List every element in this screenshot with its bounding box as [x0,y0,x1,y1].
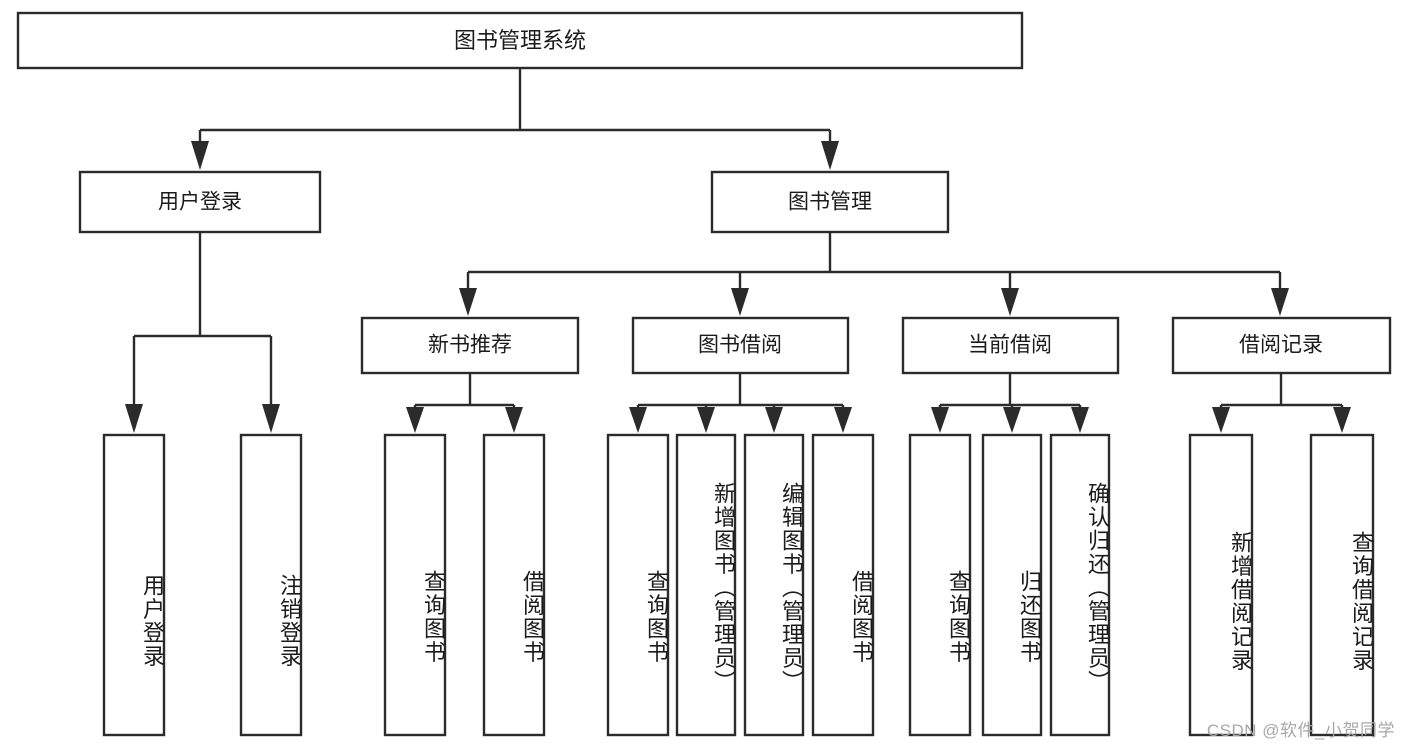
node-root[interactable]: 图书管理系统 [16,11,1024,70]
arrow-head-leaf-query-book-rec [406,407,424,433]
node-leaf-query-book-cur-box[interactable] [908,433,972,737]
node-book-manage-box[interactable] [710,170,950,234]
node-leaf-add-book-admin-box[interactable] [675,433,737,737]
node-book-borrow[interactable]: 图书借阅 [631,316,850,375]
watermark-text: CSDN @软件_小贺同学 [1206,721,1395,740]
arrow-head-leaf-query-record [1333,407,1351,433]
node-borrow-record-box[interactable] [1171,316,1392,375]
connector-layer [125,68,1351,433]
node-user-login-box[interactable] [78,170,322,234]
node-leaf-return-book-box[interactable] [981,433,1043,737]
node-leaf-edit-book-admin-box[interactable] [743,433,805,737]
arrow-head-leaf-query-book-cur [931,407,949,433]
node-new-book-recommend-label: 新书推荐 [428,334,512,357]
node-leaf-borrow-book-bor-box[interactable] [811,433,875,737]
node-book-manage-label: 图书管理 [788,191,872,214]
arrow-head-leaf-borrow-book-rec [505,407,523,433]
node-leaf-query-book-bor-box[interactable] [606,433,670,737]
node-root-label: 图书管理系统 [454,28,586,53]
arrow-head-book-manage [821,141,839,170]
arrow-head-leaf-query-book-bor [629,407,647,433]
node-book-borrow-label: 图书借阅 [698,334,782,357]
node-new-book-recommend[interactable]: 新书推荐 [360,316,580,375]
node-current-borrow-label: 当前借阅 [968,334,1052,357]
node-book-manage[interactable]: 图书管理 [710,170,950,234]
arrow-head-leaf-add-record [1212,407,1230,433]
node-new-book-recommend-box[interactable] [360,316,580,375]
arrow-head-book-borrow [731,288,749,316]
node-leaf-query-book-rec-box[interactable] [383,433,447,737]
node-root-box[interactable] [16,11,1024,70]
node-leaf-query-record-box[interactable] [1309,433,1375,737]
arrow-head-leaf-add-book-admin [697,407,715,433]
node-user-login-label: 用户登录 [158,191,242,214]
arrow-head-leaf-borrow-book-bor [834,407,852,433]
leaf-node-layer [102,433,1375,737]
arrow-head-leaf-return-book [1003,407,1021,433]
node-leaf-logout-box[interactable] [239,433,303,737]
node-leaf-borrow-book-rec-box[interactable] [482,433,546,737]
node-current-borrow-box[interactable] [901,316,1120,375]
node-user-login[interactable]: 用户登录 [78,170,322,234]
arrow-head-current-borrow [1001,288,1019,316]
node-leaf-add-record-box[interactable] [1188,433,1254,737]
arrow-head-leaf-edit-book-admin [765,407,783,433]
arrow-head-user-login [191,141,209,170]
arrow-head-new-book-recommend [459,288,477,316]
arrow-head-borrow-record [1271,288,1289,316]
node-borrow-record[interactable]: 借阅记录 [1171,316,1392,375]
node-current-borrow[interactable]: 当前借阅 [901,316,1120,375]
node-leaf-confirm-return-admin-box[interactable] [1049,433,1111,737]
node-leaf-user-login-box[interactable] [102,433,166,737]
arrow-head-leaf-user-login [125,404,143,433]
node-book-borrow-box[interactable] [631,316,850,375]
arrow-head-leaf-confirm-return-admin [1071,407,1089,433]
arrow-head-leaf-logout [262,404,280,433]
node-borrow-record-label: 借阅记录 [1239,334,1323,357]
